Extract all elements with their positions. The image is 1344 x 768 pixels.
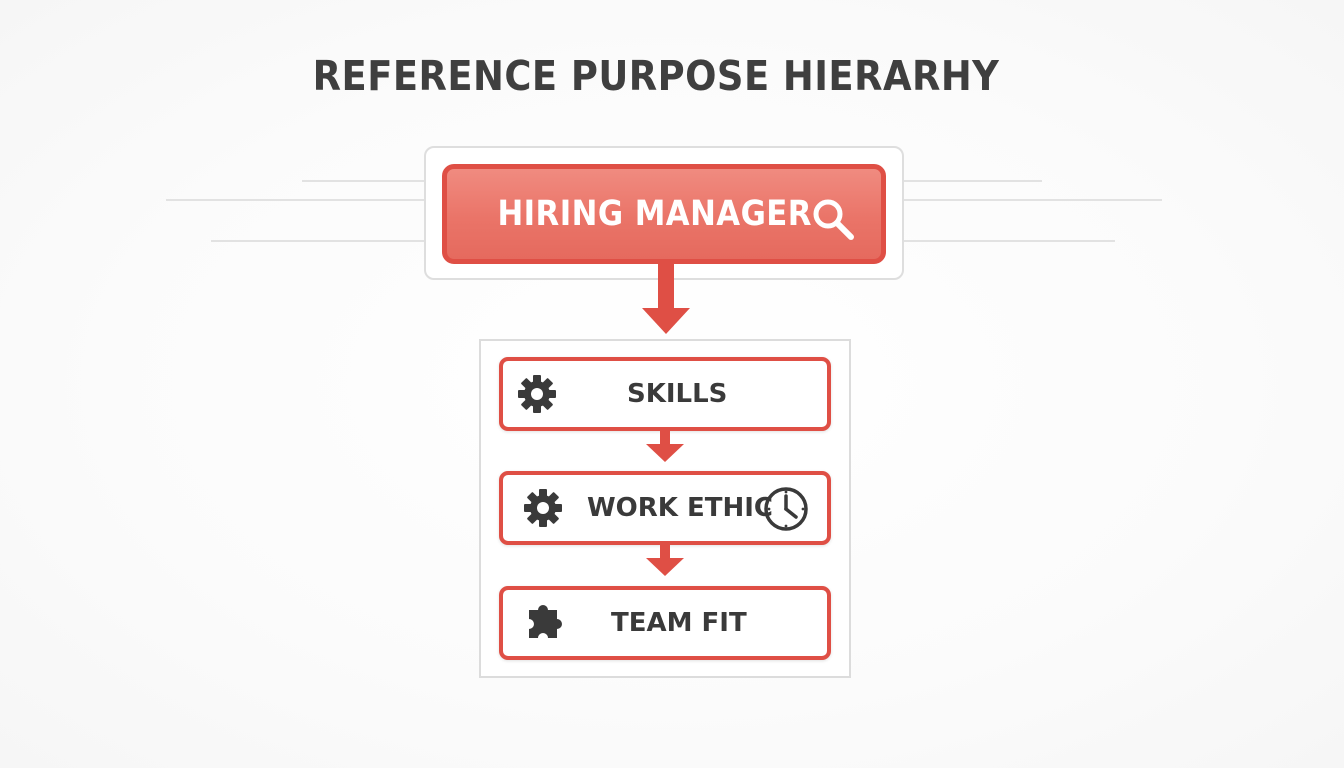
flow-arrow-main bbox=[642, 262, 690, 334]
gear-icon bbox=[518, 375, 556, 413]
magnifying-glass-icon bbox=[813, 199, 854, 240]
criteria-item-skills: SKILLS bbox=[499, 357, 831, 431]
criteria-item-team-fit: TEAM FIT bbox=[499, 586, 831, 660]
clock-icon bbox=[764, 487, 808, 531]
team-fit-label: TEAM FIT bbox=[611, 608, 747, 638]
puzzle-piece-icon bbox=[529, 604, 562, 638]
hiring-manager-node: HIRING MANAGER bbox=[442, 164, 886, 264]
hiring-manager-label: HIRING MANAGER bbox=[497, 194, 813, 234]
criteria-item-work-ethic: WORK ETHIC bbox=[499, 471, 831, 545]
skills-label: SKILLS bbox=[627, 379, 728, 409]
flow-arrow bbox=[646, 544, 684, 576]
diagram-title: REFERENCE PURPOSE HIERARHY bbox=[312, 52, 1000, 100]
gear-icon bbox=[524, 489, 562, 527]
work-ethic-label: WORK ETHIC bbox=[587, 493, 774, 523]
flow-arrow bbox=[646, 430, 684, 462]
